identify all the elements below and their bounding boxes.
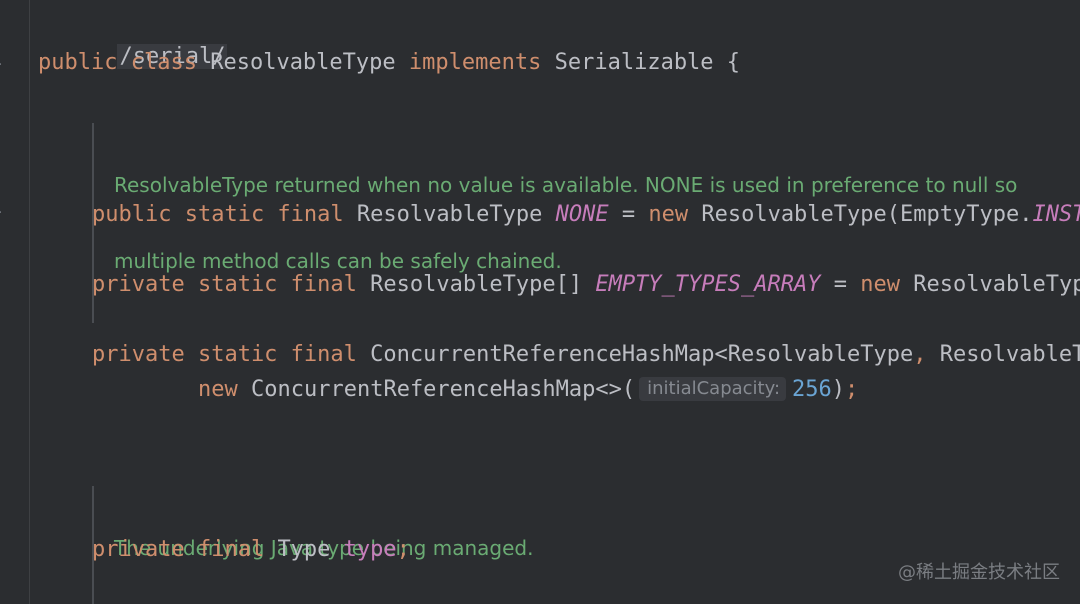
keyword-class: class xyxy=(130,50,197,75)
keyword-new: new xyxy=(860,272,900,297)
code-line-serial-tag: /serial/ xyxy=(38,12,228,69)
constructor-call: ConcurrentReferenceHashMap<>( xyxy=(251,377,636,402)
field-type: ConcurrentReferenceHashMap<ResolvableTyp… xyxy=(370,342,914,367)
keyword-public: public xyxy=(38,50,118,75)
javadoc-serial-tag: /serial/ xyxy=(117,44,228,69)
field-type: ResolvableType[] xyxy=(370,272,583,297)
semicolon: ; xyxy=(396,537,410,562)
assignment: = xyxy=(820,272,861,297)
modifiers: private static final xyxy=(92,342,357,367)
constructor-call: ResolvableType(EmptyType. xyxy=(701,202,1033,227)
doc-comment-none: ResolvableType returned when no value is… xyxy=(92,123,1017,323)
field-type: Type xyxy=(277,537,331,562)
assignment: = xyxy=(608,202,649,227)
fold-marker-icon[interactable]: · xyxy=(0,58,2,72)
code-line-class-declaration: public class ResolvableType implements S… xyxy=(38,48,740,78)
class-name: ResolvableType xyxy=(210,50,396,75)
field-name: type xyxy=(343,537,397,562)
code-line-cache-init: new ConcurrentReferenceHashMap<>(initial… xyxy=(198,375,858,405)
close-paren: ) xyxy=(831,377,846,402)
code-line-none-field: public static final ResolvableType NONE … xyxy=(92,200,1080,230)
interface-name: Serializable xyxy=(554,50,714,75)
code-line-cache-field: private static final ConcurrentReference… xyxy=(92,340,1080,370)
constant-name: NONE xyxy=(555,202,609,227)
array-initializer: ResolvableType[0]; xyxy=(913,272,1080,297)
keyword-new: new xyxy=(198,377,238,402)
field-type: ResolvableType xyxy=(356,202,543,227)
editor-gutter[interactable]: · · xyxy=(0,0,30,604)
code-line-type-field: private final Type type; xyxy=(92,535,410,565)
modifiers: private final xyxy=(92,537,265,562)
doc-comment-line: The underlying Java type being managed. xyxy=(114,536,534,560)
parameter-hint: initialCapacity: xyxy=(639,377,787,401)
code-line-empty-types-array: private static final ResolvableType[] EM… xyxy=(92,270,1080,300)
semicolon: ; xyxy=(845,377,859,402)
number-literal: 256 xyxy=(792,377,832,402)
doc-comment-type: The underlying Java type being managed. xyxy=(92,486,533,604)
open-brace: { xyxy=(713,50,741,75)
doc-comment-line: ResolvableType returned when no value is… xyxy=(114,173,1018,197)
constant-name: EMPTY_TYPES_ARRAY xyxy=(595,272,821,297)
constant-reference: INSTANCE xyxy=(1032,202,1080,227)
modifiers: public static final xyxy=(92,202,344,227)
modifiers: private static final xyxy=(92,272,357,297)
comma: , xyxy=(913,342,927,367)
keyword-implements: implements xyxy=(408,50,542,75)
field-type-rest: ResolvableType> cache = xyxy=(939,342,1080,367)
fold-marker-icon[interactable]: · xyxy=(0,206,2,220)
keyword-new: new xyxy=(648,202,689,227)
watermark: @稀土掘金技术社区 xyxy=(898,562,1060,583)
doc-comment-line: multiple method calls can be safely chai… xyxy=(114,249,562,273)
